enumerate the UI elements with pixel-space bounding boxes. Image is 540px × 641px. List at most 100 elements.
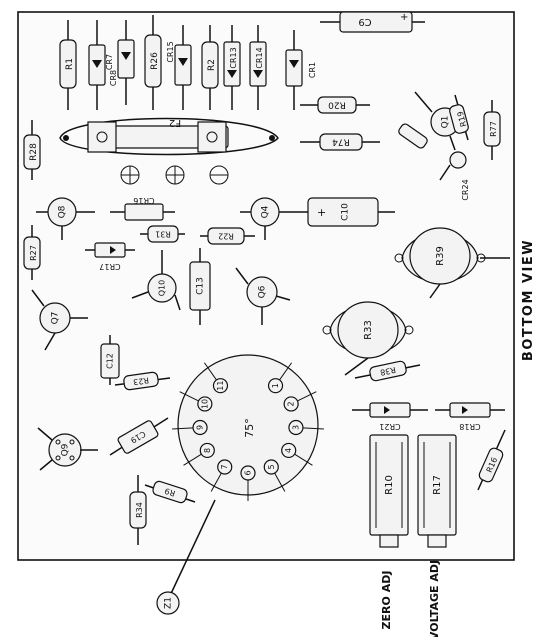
potentiometer-r33-label: R33 xyxy=(363,320,374,340)
resistor-r19: R19 xyxy=(449,94,469,141)
transistor-q10: Q10 xyxy=(131,250,181,311)
zener-lead xyxy=(167,499,216,601)
capacitor-c13-label: C13 xyxy=(196,277,206,295)
trimmer-r10: R10 xyxy=(369,434,409,548)
socket-pin-label-4: 4 xyxy=(284,448,293,453)
capacitor-c12: C12 xyxy=(100,335,120,385)
resistor-r23-label: R23 xyxy=(133,375,150,386)
transistor-q4-label: Q4 xyxy=(261,205,271,218)
capacitor-c19: C19 xyxy=(109,417,169,456)
diode-cr1-label: CR1 xyxy=(308,62,317,78)
transistor-q9-label: Q9 xyxy=(61,443,71,456)
transistor-q9: Q9 xyxy=(37,427,98,471)
socket-angle-label: 75° xyxy=(243,418,256,438)
transistor-q10-label: Q10 xyxy=(158,280,167,296)
socket-pin-label-3: 3 xyxy=(291,425,300,430)
potentiometer-r39-label: R39 xyxy=(435,246,446,266)
socket-pin-label-7: 7 xyxy=(220,464,229,469)
diode-cr21: CR21 xyxy=(352,402,428,431)
resistor-r16: R16 xyxy=(477,429,506,491)
capacitor-c13: C13 xyxy=(189,248,211,325)
socket-pin-label-8: 8 xyxy=(203,448,212,453)
diode-cr18-label: CR18 xyxy=(459,422,480,431)
resistor-r2: R2 xyxy=(201,25,219,110)
resistor-r31-label: R31 xyxy=(155,230,171,239)
resistor-r77: R77 xyxy=(483,100,501,160)
socket-pin-lead-7 xyxy=(210,472,222,492)
diode-cr7-label: CR7 xyxy=(105,54,114,70)
voltage-adj-label: VOLTAGE ADJ xyxy=(428,560,441,637)
socket-pin-10 xyxy=(197,396,213,412)
resistor-r2-label: R2 xyxy=(207,59,217,71)
diode-cr14-label: CR14 xyxy=(255,47,264,68)
transistor-q8-label: Q8 xyxy=(58,205,68,218)
socket-pin-label-5: 5 xyxy=(267,464,276,469)
capacitor-c10: + C10 xyxy=(296,197,395,227)
socket-pin-8 xyxy=(199,442,215,459)
socket-pin-label-10: 10 xyxy=(200,399,209,409)
resistor-r23: R23 xyxy=(114,371,171,391)
resistor-r20-label: R20 xyxy=(328,100,346,110)
diode-cr7: CR7 xyxy=(88,20,114,110)
socket-pin-lead-2 xyxy=(297,391,317,402)
socket-pin-lead-1 xyxy=(279,362,293,381)
diode-cr8-label: CR8 xyxy=(109,70,118,86)
mounting-screw-3 xyxy=(209,165,229,185)
socket-pin-lead-11 xyxy=(203,362,217,381)
bottom-view-label: BOTTOM VIEW xyxy=(521,239,536,361)
diode-cr8: CR8 xyxy=(109,20,135,105)
zero-adj-label: ZERO ADJ xyxy=(380,571,393,630)
zener-z1-label: Z1 xyxy=(164,597,174,609)
socket-pin-label-1: 1 xyxy=(271,383,280,388)
diode-cr15: CR15 xyxy=(166,25,192,110)
socket-pin-11 xyxy=(212,378,229,394)
resistor-r38: R38 xyxy=(354,360,421,382)
socket-pin-5 xyxy=(263,459,279,475)
socket-pin-label-2: 2 xyxy=(287,401,296,406)
socket-pin-lead-3 xyxy=(302,427,324,430)
resistor-r22-label: R22 xyxy=(218,232,234,241)
diode-cr14: CR14 xyxy=(249,25,267,110)
socket-pin-1 xyxy=(267,378,284,394)
resistor-r34: R34 xyxy=(129,475,147,545)
diode-cr15-label: CR15 xyxy=(166,41,175,62)
mounting-screw-2 xyxy=(165,165,185,185)
socket-pin-lead-4 xyxy=(294,453,313,466)
diode-cr24: CR24 xyxy=(439,151,470,201)
diode-cr17-label: CR17 xyxy=(99,262,120,271)
socket-pin-2 xyxy=(283,396,299,412)
resistor-r26-label: R26 xyxy=(150,52,160,70)
socket-pin-lead-9 xyxy=(172,427,194,430)
transistor-q1-label: Q1 xyxy=(441,116,451,129)
socket-pin-lead-5 xyxy=(274,472,286,492)
potentiometer-r33: R33 xyxy=(322,301,414,376)
resistor-r77-label: R77 xyxy=(489,121,498,137)
resistor-r34-label: R34 xyxy=(135,502,144,518)
trimmer-r17: R17 xyxy=(417,434,457,548)
diode-cr13-label: CR13 xyxy=(229,47,238,68)
potentiometer-r39: R39 xyxy=(394,227,510,299)
resistor-r1: R1 xyxy=(59,20,77,110)
transistor-q7: Q7 xyxy=(31,289,88,351)
diode-cr16: CR16 xyxy=(110,196,175,221)
transistor-q6-label: Q6 xyxy=(258,285,268,298)
trimmer-r17-label: R17 xyxy=(432,475,443,495)
resistor-r20: R20 xyxy=(300,96,370,114)
trimmer-r10-label: R10 xyxy=(384,475,395,495)
transistor-q4: Q4 xyxy=(240,197,296,240)
resistor-r27: R27 xyxy=(23,225,41,280)
mounting-screw-1 xyxy=(120,165,140,185)
socket-pin-label-11: 11 xyxy=(216,381,225,391)
socket-pin-7 xyxy=(217,459,233,475)
transistor-q6: Q6 xyxy=(235,267,291,325)
zener-z1: Z1 xyxy=(156,591,180,615)
socket-pin-label-6: 6 xyxy=(244,470,253,475)
socket-pin-9 xyxy=(192,419,208,436)
resistor-r9-label: R9 xyxy=(164,486,177,498)
capacitor-c9-label: C9 xyxy=(358,16,371,27)
resistor-r1-label: R1 xyxy=(65,58,75,70)
resistor-r26: R26 xyxy=(144,15,162,110)
diode-cr1: CR1 xyxy=(285,30,317,110)
